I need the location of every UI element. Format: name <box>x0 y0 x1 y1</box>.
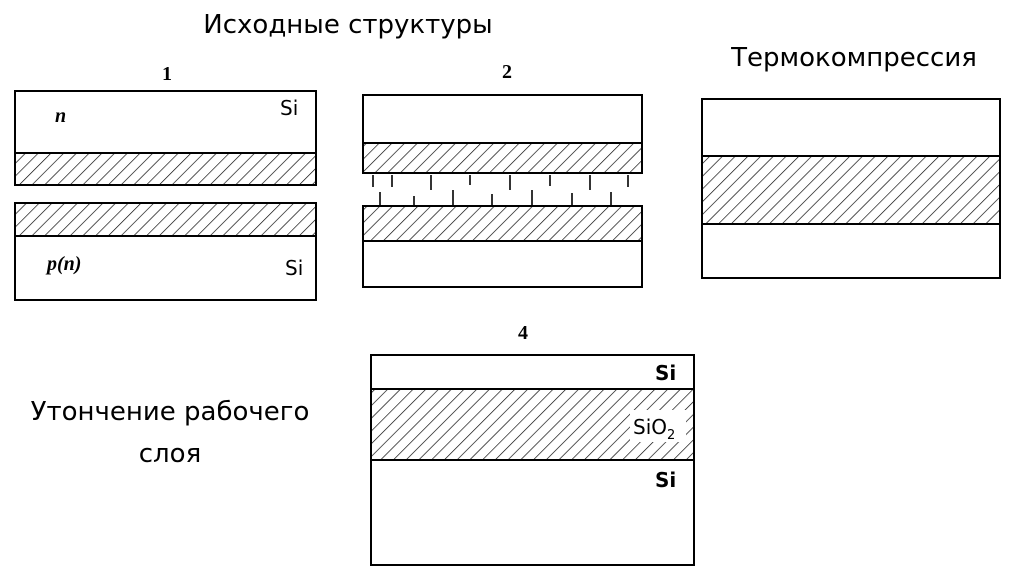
step-number-1: 1 <box>162 63 172 85</box>
material-label-si-substrate: Si <box>655 468 676 492</box>
oxide-layer <box>14 202 317 237</box>
step-number-4: 4 <box>518 322 528 344</box>
material-label-sio2: SiO2 <box>633 415 675 443</box>
structure-3-bonded-wafer <box>701 98 1001 279</box>
structure-1-top-wafer <box>14 90 317 186</box>
structure-2-bottom-wafer <box>362 205 643 288</box>
oxide-layer <box>362 205 643 242</box>
material-label-si-bottom: Si <box>285 256 303 280</box>
step-number-2: 2 <box>502 61 512 83</box>
heading-thinning-line1: Утончение рабочего <box>31 397 310 427</box>
silicon-top-layer <box>370 354 695 390</box>
silicon-layer <box>701 98 1001 157</box>
silicon-substrate <box>370 459 695 566</box>
silicon-layer <box>362 240 643 288</box>
silicon-layer <box>14 90 317 154</box>
heading-thermocompression: Термокомпрессия <box>730 43 977 73</box>
structure-4-soi-wafer <box>370 354 695 566</box>
structure-1-bottom-wafer <box>14 202 317 301</box>
bonding-bumps <box>372 175 629 205</box>
oxide-layer <box>701 155 1001 225</box>
silicon-layer <box>14 235 317 301</box>
oxide-label-background <box>630 410 686 442</box>
doping-label-pn: p(n) <box>45 253 81 275</box>
structure-2-top-wafer <box>362 94 643 174</box>
material-label-si-top: Si <box>280 96 298 120</box>
heading-thinning-line2: слоя <box>139 439 201 469</box>
material-label-si-top-layer: Si <box>655 361 676 385</box>
doping-label-n: n <box>55 105 66 127</box>
silicon-layer <box>362 94 643 144</box>
oxide-layer <box>14 152 317 186</box>
silicon-layer <box>701 223 1001 279</box>
heading-initial-structures: Исходные структуры <box>203 10 492 40</box>
oxide-layer <box>362 142 643 174</box>
